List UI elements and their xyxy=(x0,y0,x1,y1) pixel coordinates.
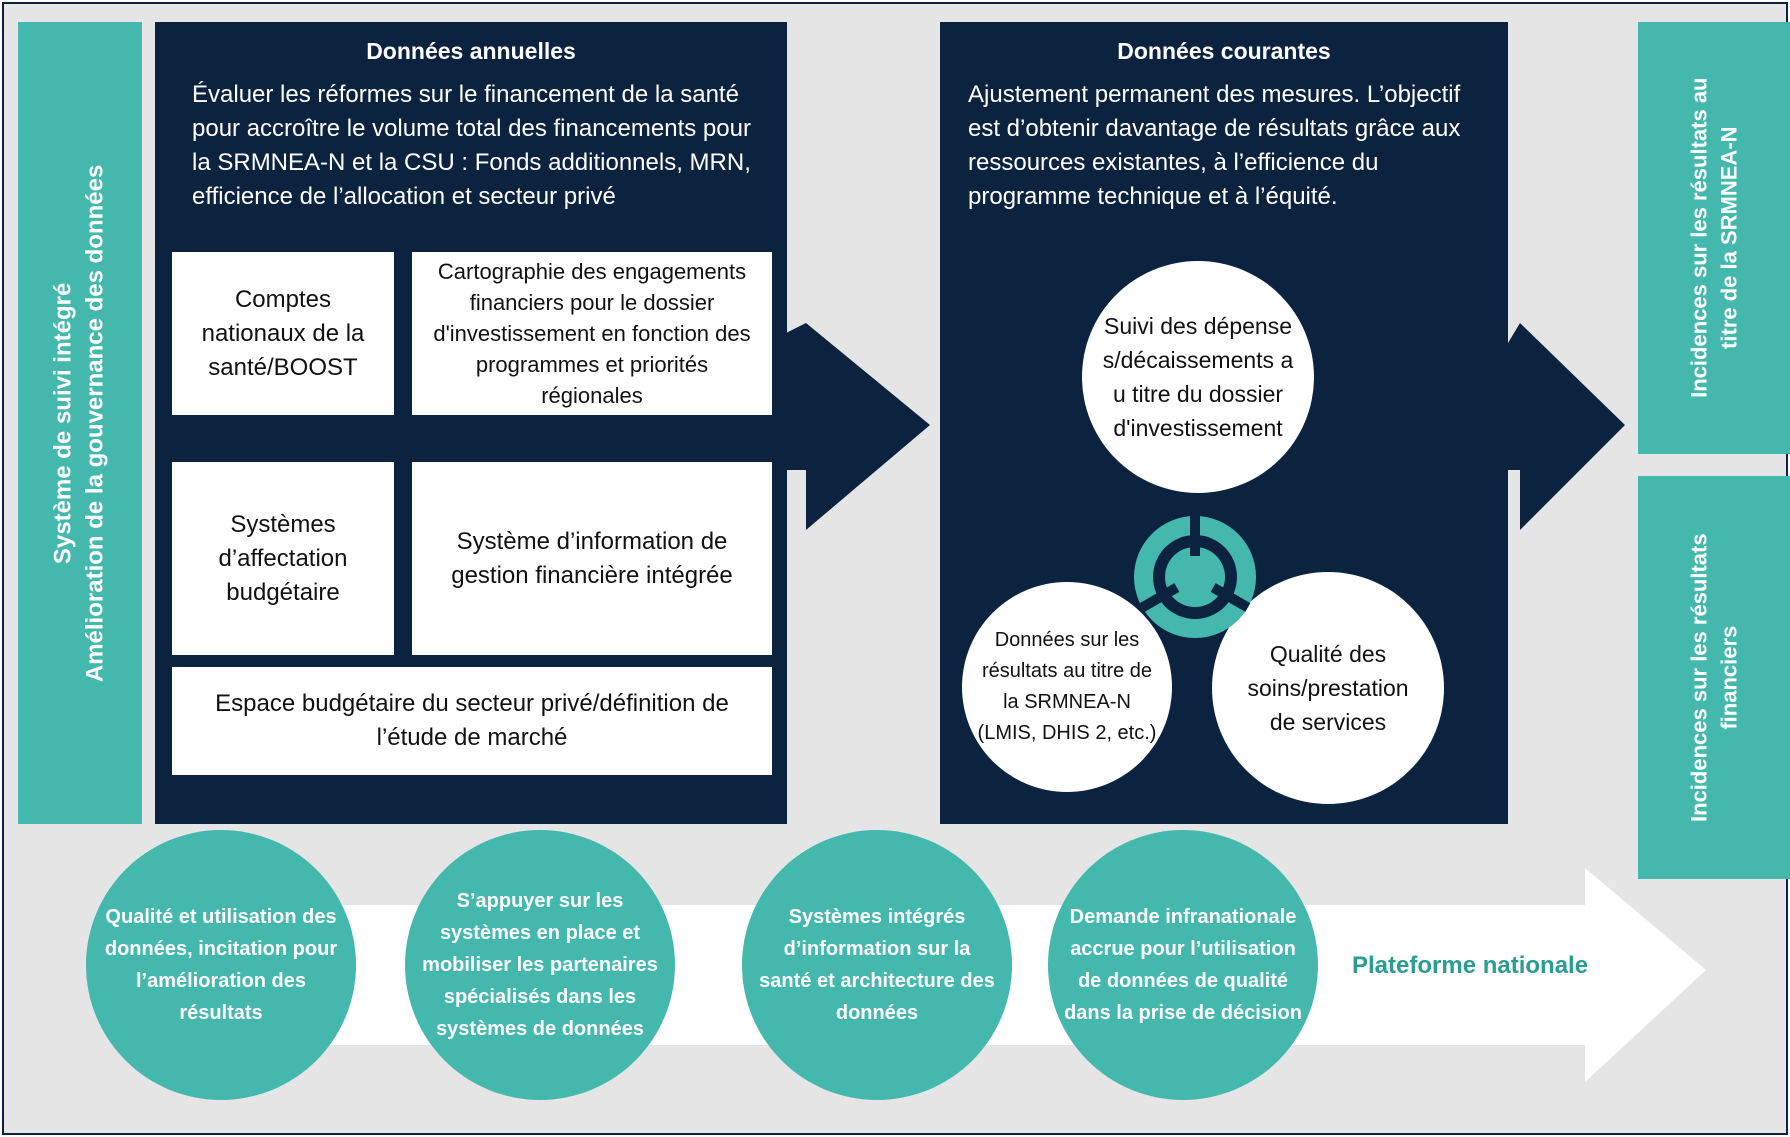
annual-box-ifmis: Système d’information de gestion financi… xyxy=(412,462,772,655)
current-circle-spending: Suivi des dépenses/décaissements au titr… xyxy=(1082,261,1314,493)
annual-panel: Données annuelles Évaluer les réformes s… xyxy=(155,22,787,824)
current-description: Ajustement permanent des mesures. L’obje… xyxy=(968,81,1461,210)
bottom-circle-existing-systems: S’appuyer sur les systèmes en place et m… xyxy=(405,830,675,1100)
right-panel-financial-text: Incidences sur les résultats financiers xyxy=(1686,533,1742,822)
left-panel-text: Système de suivi intégré Amélioration de… xyxy=(48,164,113,681)
annual-title: Données annuelles xyxy=(366,38,576,64)
annual-description: Évaluer les réformes sur le financement … xyxy=(192,81,751,210)
platform-label: Plateforme nationale xyxy=(1352,952,1589,979)
current-circle-quality: Qualité des soins/prestation de services xyxy=(1212,572,1444,804)
right-panel-financial: Incidences sur les résultats financiers xyxy=(1638,476,1790,879)
annual-box-budget-allocation: Systèmes d’affectation budgétaire xyxy=(172,462,394,655)
left-panel-line2: Amélioration de la gouvernance des donné… xyxy=(82,164,109,682)
annual-box-private-sector: Espace budgétaire du secteur privé/défin… xyxy=(172,667,772,775)
bottom-circle-integrated-systems: Systèmes intégrés d’information sur la s… xyxy=(742,830,1012,1100)
current-panel: Données courantes Ajustement permanent d… xyxy=(940,22,1508,824)
right-panel-srmnea: Incidences sur les résultats au titre de… xyxy=(1638,22,1790,454)
bottom-circle-data-quality: Qualité et utilisation des données, inci… xyxy=(86,830,356,1100)
annual-box-health-accounts: Comptes nationaux de la santé/BOOST xyxy=(172,252,394,415)
left-panel: Système de suivi intégré Amélioration de… xyxy=(18,22,142,824)
bottom-circle-subnational-demand: Demande infranationale accrue pour l’uti… xyxy=(1048,830,1318,1100)
current-title: Données courantes xyxy=(1117,38,1331,64)
annual-to-current-arrow xyxy=(786,323,930,530)
current-circle-results-data: Données sur les résultats au titre de la… xyxy=(962,582,1172,792)
annual-box-financial-mapping: Cartographie des engagements financiers … xyxy=(412,252,772,415)
right-panel-srmnea-text: Incidences sur les résultats au titre de… xyxy=(1686,77,1741,399)
left-panel-line1: Système de suivi intégré xyxy=(49,282,77,564)
cycle-icon xyxy=(1134,516,1256,638)
current-to-results-arrow xyxy=(1508,323,1625,530)
